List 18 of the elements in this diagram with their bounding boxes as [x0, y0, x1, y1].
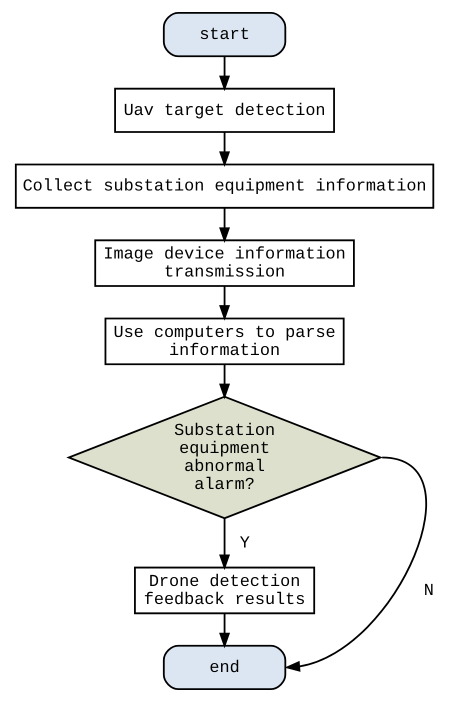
node-box: Image device information transmission [94, 239, 354, 287]
node-diamond: Substation equipment abnormal alarm? [66, 396, 382, 520]
node-box: Uav target detection [114, 88, 334, 133]
arrow [218, 56, 230, 92]
arrow [218, 132, 230, 168]
edge-label: N [423, 582, 434, 601]
arrow [218, 614, 230, 648]
node-box: Use computers to parse information [104, 318, 344, 366]
node-box: Collect substation equipment information [14, 164, 434, 209]
arrow [218, 286, 230, 321]
arrow [218, 364, 230, 400]
node-box: end [162, 644, 286, 690]
arrow [284, 456, 426, 672]
arrow [218, 208, 230, 243]
edge-label: Y [239, 534, 250, 554]
node-box: Drone detection feedback results [134, 566, 315, 614]
node-box: start [162, 12, 286, 58]
arrow [218, 518, 230, 570]
